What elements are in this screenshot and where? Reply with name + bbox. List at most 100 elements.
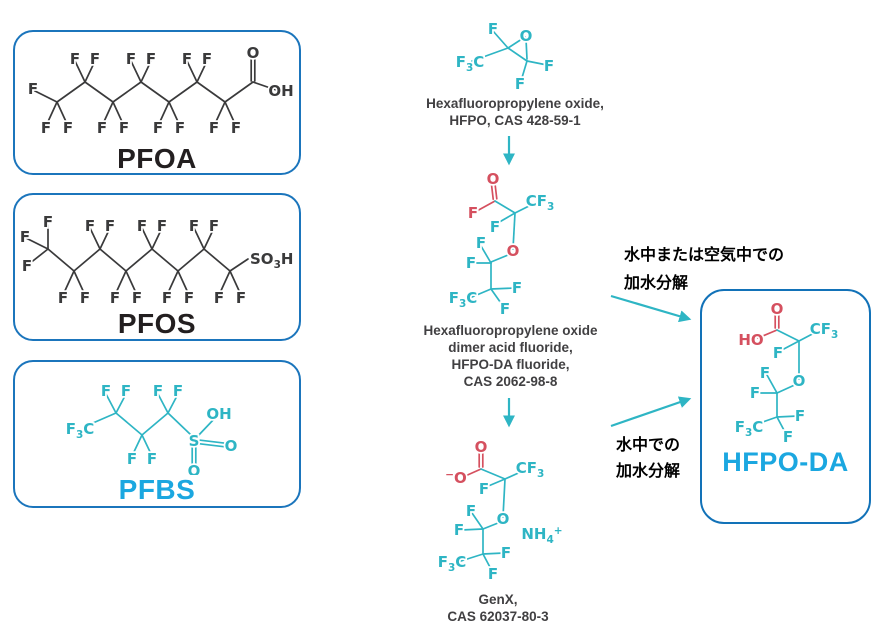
genx-name: GenX, CAS 62037-80-3 [447,592,549,624]
svg-text:NH4+: NH4+ [521,525,562,546]
hydrolysis-note-water-or-air: 水中または空気中での 加水分解 [624,247,785,292]
svg-text:F3C: F3C [456,53,485,74]
svg-text:F: F [214,289,224,307]
svg-text:O: O [520,27,533,45]
svg-text:F: F [454,521,464,539]
svg-text:F: F [132,289,142,307]
svg-text:F: F [127,450,137,468]
svg-text:F: F [153,382,163,400]
svg-text:F: F [209,119,219,137]
svg-text:F: F [488,565,498,583]
svg-text:F: F [182,50,192,68]
svg-text:F: F [28,80,38,98]
svg-text:CF3: CF3 [516,459,545,480]
svg-text:F3C: F3C [438,553,467,574]
svg-text:S: S [189,432,200,450]
svg-text:F: F [468,204,478,222]
svg-text:F: F [22,257,32,275]
svg-text:F: F [90,50,100,68]
svg-text:F3C: F3C [66,420,95,441]
svg-text:O: O [792,372,805,390]
svg-text:F: F [101,382,111,400]
svg-text:−O: −O [445,469,467,487]
svg-text:F: F [157,217,167,235]
svg-text:O: O [188,462,201,475]
svg-text:F: F [121,382,131,400]
pfoa-label: PFOA [117,143,197,174]
svg-text:F: F [41,119,51,137]
svg-text:OH: OH [268,82,293,100]
svg-text:F: F [202,50,212,68]
svg-text:F: F [794,407,804,425]
svg-text:F: F [476,234,486,252]
svg-text:F: F [175,119,185,137]
hfpo-da-fluoride-name: Hexafluoropropylene oxide dimer acid flu… [423,323,598,389]
svg-text:F: F [137,217,147,235]
svg-text:F: F [488,20,498,38]
svg-text:O: O [507,242,520,260]
pfos-label: PFOS [117,307,197,339]
svg-text:F: F [70,50,80,68]
svg-text:F: F [43,213,53,231]
svg-text:F: F [162,289,172,307]
svg-text:CF3: CF3 [809,320,838,341]
svg-text:F: F [515,75,525,93]
svg-text:F: F [173,382,183,400]
svg-text:F: F [85,217,95,235]
hfpo-da-label: HFPO-DA [722,447,849,477]
pfbs-label: PFBS [118,473,196,505]
svg-text:F: F [63,119,73,137]
svg-text:F3C: F3C [449,289,478,310]
svg-text:F: F [189,217,199,235]
hydrolysis-note-water: 水中での 加水分解 [616,437,681,480]
svg-text:F: F [20,228,30,246]
svg-text:F: F [236,289,246,307]
svg-text:F: F [80,289,90,307]
svg-text:F: F [544,57,554,75]
svg-text:F: F [153,119,163,137]
svg-text:F: F [110,289,120,307]
svg-text:O: O [247,44,260,62]
svg-text:F: F [749,384,759,402]
svg-text:O: O [475,438,488,456]
svg-text:F: F [500,300,510,318]
hfpo-name: Hexafluoropropylene oxide, HFPO, CAS 428… [426,96,604,128]
svg-text:F: F [119,119,129,137]
svg-text:F: F [97,119,107,137]
svg-text:SO3H: SO3H [250,250,293,271]
svg-text:F: F [146,50,156,68]
svg-text:O: O [497,510,510,528]
svg-text:HO: HO [738,331,763,349]
svg-text:F: F [759,364,769,382]
svg-text:F: F [466,502,476,520]
svg-text:OH: OH [206,405,231,423]
svg-text:F: F [466,254,476,272]
svg-text:O: O [487,170,500,188]
svg-text:CF3: CF3 [526,192,555,213]
svg-text:F3C: F3C [734,418,763,439]
svg-text:F: F [209,217,219,235]
svg-text:F: F [772,344,782,362]
svg-text:O: O [225,437,238,455]
svg-text:F: F [501,544,511,562]
svg-text:F: F [58,289,68,307]
svg-text:F: F [490,218,500,236]
svg-text:F: F [479,480,489,498]
svg-text:F: F [184,289,194,307]
svg-text:F: F [147,450,157,468]
svg-text:O: O [770,300,783,318]
svg-text:F: F [105,217,115,235]
svg-text:F: F [512,279,522,297]
